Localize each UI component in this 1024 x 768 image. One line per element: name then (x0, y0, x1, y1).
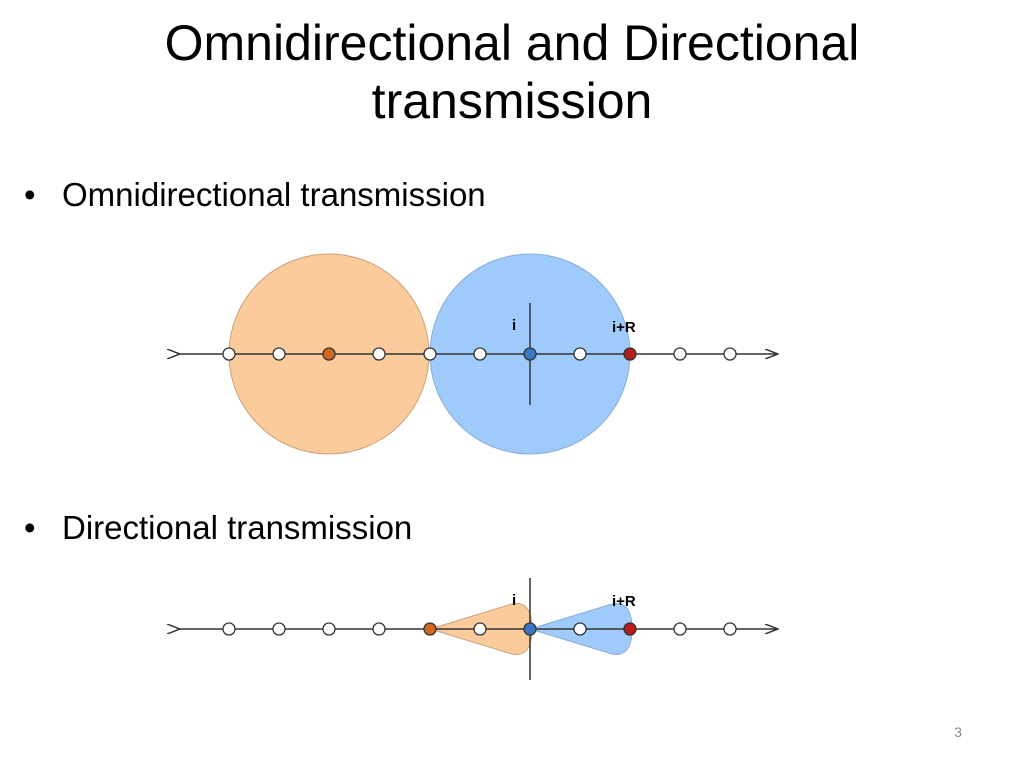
node (473, 347, 487, 361)
bullet-omnidirectional: • Omnidirectional transmission (24, 175, 486, 215)
label-i: i (512, 317, 516, 334)
node (573, 347, 587, 361)
node (272, 347, 286, 361)
node (372, 347, 386, 361)
node (423, 622, 437, 636)
node (322, 622, 336, 636)
node (473, 622, 487, 636)
omnidirectional-diagram: i i+R (0, 253, 1024, 455)
bullet-omnidirectional-text: Omnidirectional transmission (62, 176, 486, 213)
node (523, 347, 537, 361)
label-i: i (512, 592, 516, 609)
node (372, 622, 386, 636)
slide-number: 3 (954, 724, 962, 740)
label-i-plus-r: i+R (612, 593, 636, 610)
node (222, 622, 236, 636)
node (723, 347, 737, 361)
slide-title: Omnidirectional and Directional transmis… (164, 15, 860, 129)
node (723, 622, 737, 636)
bullet-marker: • (24, 509, 36, 546)
bullet-directional: • Directional transmission (24, 508, 412, 548)
bullet-marker: • (24, 176, 36, 213)
node (423, 347, 437, 361)
node (322, 347, 336, 361)
directional-diagram: i i+R (0, 578, 1024, 680)
node (272, 622, 286, 636)
node (673, 347, 687, 361)
node (573, 622, 587, 636)
node (523, 622, 537, 636)
label-i-plus-r: i+R (612, 319, 636, 336)
node (673, 622, 687, 636)
node (623, 622, 637, 636)
node (222, 347, 236, 361)
bullet-directional-text: Directional transmission (62, 509, 413, 546)
node-row (222, 622, 737, 636)
node-row (222, 347, 737, 361)
node (623, 347, 637, 361)
